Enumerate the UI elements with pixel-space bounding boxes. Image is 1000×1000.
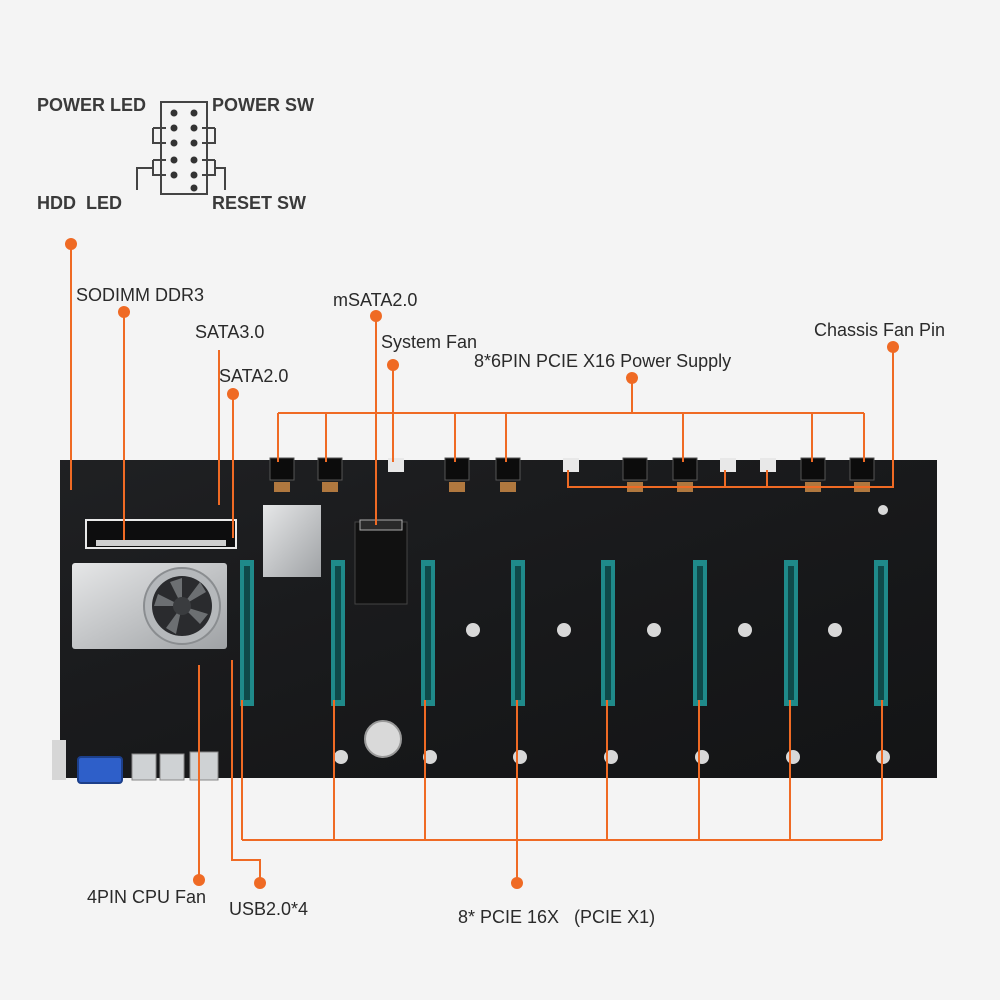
usb-port: [159, 753, 185, 781]
system-fan-label: System Fan: [381, 332, 478, 352]
callout-dot: [227, 388, 239, 400]
msata-slot: [354, 521, 408, 605]
header-pin: [170, 109, 178, 117]
pcie-slots: [240, 560, 888, 706]
io-bracket: [52, 740, 66, 780]
header-pin: [190, 156, 198, 164]
pcie-power-connectors: [269, 457, 875, 481]
pcie-power-connector: [495, 457, 521, 481]
header-pin: [190, 171, 198, 179]
header-pin: [190, 109, 198, 117]
sata2-label: SATA2.0: [219, 366, 289, 386]
vga-port: [77, 756, 123, 784]
header-pin-block: [160, 101, 208, 195]
usb-port: [131, 753, 157, 781]
header-pin: [190, 124, 198, 132]
power-led-bracket: [152, 127, 166, 144]
chassis-fan-label: Chassis Fan Pin: [814, 320, 946, 340]
reset-sw-leader: [215, 167, 226, 190]
pcie-power-connector: [269, 457, 295, 481]
chassis-fan-header: [720, 458, 736, 472]
chipset-heatsink: [263, 505, 321, 577]
header-pin: [170, 156, 178, 164]
cpu-fan-label: 4PIN CPU Fan: [87, 887, 207, 907]
chassis-fan-callout-line: [567, 347, 894, 488]
callout-dot: [887, 341, 899, 353]
power-led-label: POWER LED: [37, 95, 147, 115]
pcie-slot: [874, 560, 888, 706]
motherboard: [52, 457, 937, 784]
fan-header: [563, 458, 579, 472]
usb-label: USB2.0*4: [229, 899, 309, 919]
pcie-slot: [784, 560, 798, 706]
hdd-led-leader: [136, 167, 153, 190]
pcie-slots-label: 8* PCIE 16X (PCIE X1): [458, 907, 656, 927]
header-pin: [190, 184, 198, 192]
header-pins: [170, 109, 198, 192]
msata-label: mSATA2.0: [333, 290, 418, 310]
msata-connector: [359, 519, 403, 531]
callout-dot: [118, 306, 130, 318]
sodimm-label: SODIMM DDR3: [76, 285, 205, 305]
power-sw-bracket: [202, 127, 216, 144]
callout-dot: [387, 359, 399, 371]
callout-dot: [626, 372, 638, 384]
pcie-slot: [511, 560, 525, 706]
callout-lines: [70, 244, 894, 880]
reset-sw-bracket: [202, 159, 216, 176]
callout-dot: [65, 238, 77, 250]
header-pin: [190, 139, 198, 147]
hdd-led-bracket: [152, 159, 166, 176]
header-pin: [170, 139, 178, 147]
pcie-slot: [601, 560, 615, 706]
pcie-power-callout-line: [277, 378, 865, 462]
pcie-power-connector: [444, 457, 470, 481]
pcie-slot: [331, 560, 345, 706]
chassis-fan-header: [760, 458, 776, 472]
header-bracket-lines: [136, 127, 226, 190]
sodimm-contacts: [96, 540, 226, 546]
header-pin: [170, 124, 178, 132]
callout-dots: [65, 238, 899, 889]
pcie-slots-callout-line: [241, 700, 883, 880]
usb-callout-line: [231, 660, 261, 880]
pcie-power-connector: [622, 457, 648, 481]
callout-dot: [254, 877, 266, 889]
reset-sw-label: RESET SW: [212, 193, 307, 213]
front-panel-header-diagram: [136, 101, 226, 195]
header-pin: [170, 171, 178, 179]
pcie-slot: [693, 560, 707, 706]
hdd-led-label: HDD LED: [37, 193, 122, 213]
pcie-power-connector: [672, 457, 698, 481]
pcie-power-connector: [849, 457, 875, 481]
lan-port: [189, 751, 219, 781]
power-sw-label: POWER SW: [212, 95, 314, 115]
pcie-power-connector: [317, 457, 343, 481]
callout-dot: [370, 310, 382, 322]
sata3-label: SATA3.0: [195, 322, 265, 342]
cmos-battery: [364, 720, 402, 758]
pcie-slot: [421, 560, 435, 706]
pcie-power-label: 8*6PIN PCIE X16 Power Supply: [474, 351, 732, 371]
callout-dot: [193, 874, 205, 886]
callout-dot: [511, 877, 523, 889]
pcie-slot: [240, 560, 254, 706]
system-fan-header: [388, 458, 404, 472]
cpu-fan-icon: [143, 567, 221, 645]
